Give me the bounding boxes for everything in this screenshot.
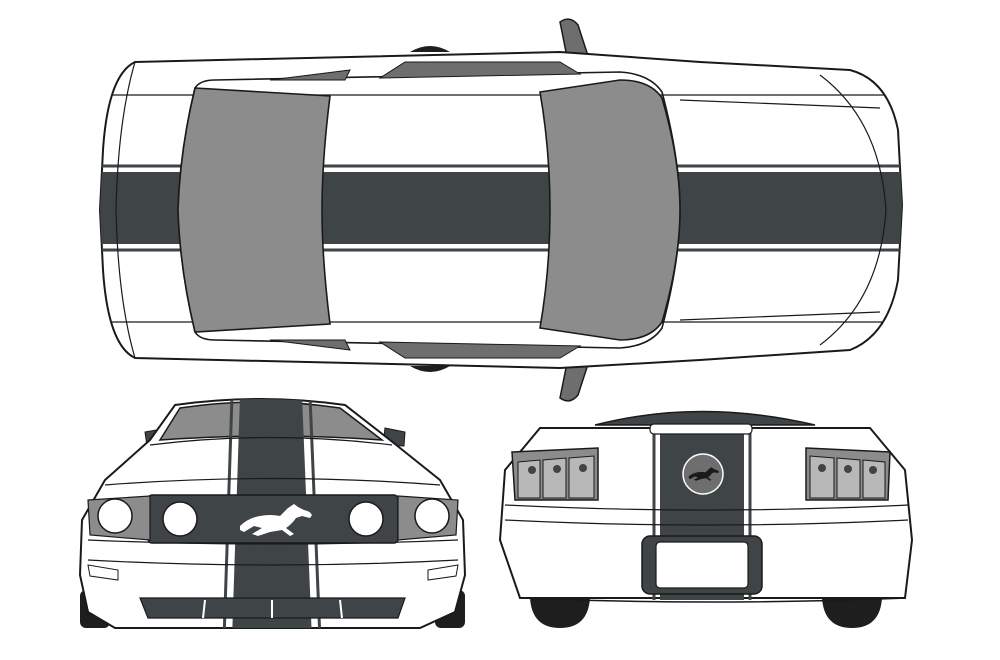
- rear-view: [498, 410, 914, 628]
- top-view: [98, 18, 904, 402]
- front-right-inner-light: [348, 501, 384, 537]
- top-windshield: [539, 79, 681, 341]
- front-left-marker: [87, 564, 119, 581]
- rear-right-tire: [822, 598, 882, 628]
- rear-left-taillight: [511, 447, 599, 501]
- top-wheel-front-left: [410, 46, 450, 52]
- top-side-window-left: [269, 69, 351, 81]
- rear-third-brake-light: [649, 423, 753, 435]
- front-right-outer-light: [414, 498, 450, 534]
- front-right-marker: [427, 564, 459, 581]
- rear-left-tire: [530, 598, 590, 628]
- rear-window: [594, 410, 816, 426]
- top-side-window-right-front: [378, 341, 582, 359]
- rear-license-plate: [655, 541, 749, 589]
- top-side-window-right: [269, 339, 351, 351]
- front-left-outer-light: [97, 498, 133, 534]
- top-rear-window: [177, 87, 331, 333]
- front-left-inner-light: [162, 501, 198, 537]
- rear-right-taillight: [805, 447, 891, 501]
- top-wheel-front-right: [410, 366, 450, 372]
- top-side-window-left-front: [378, 61, 582, 79]
- front-view: [78, 398, 467, 629]
